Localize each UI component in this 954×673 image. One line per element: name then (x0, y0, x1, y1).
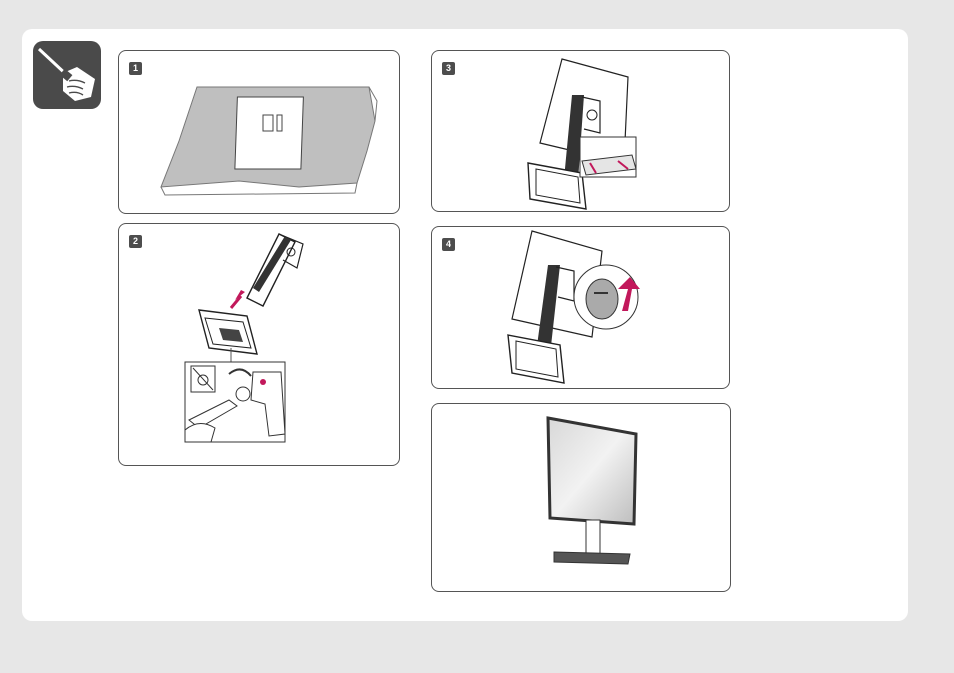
assembled-monitor-illustration (432, 404, 730, 591)
stand-attach-illustration (119, 224, 399, 465)
assembled-monitor-panel (431, 403, 731, 592)
step-3-panel: 3 (431, 50, 730, 212)
screwdriver-hand-icon (33, 41, 101, 109)
monitor-face-down-illustration (119, 51, 399, 213)
screw-tighten-illustration (432, 227, 729, 388)
stand-mount-illustration (432, 51, 729, 211)
step-1-panel: 1 (118, 50, 400, 214)
step-2-panel: 2 (118, 223, 400, 466)
step-4-panel: 4 (431, 226, 730, 389)
